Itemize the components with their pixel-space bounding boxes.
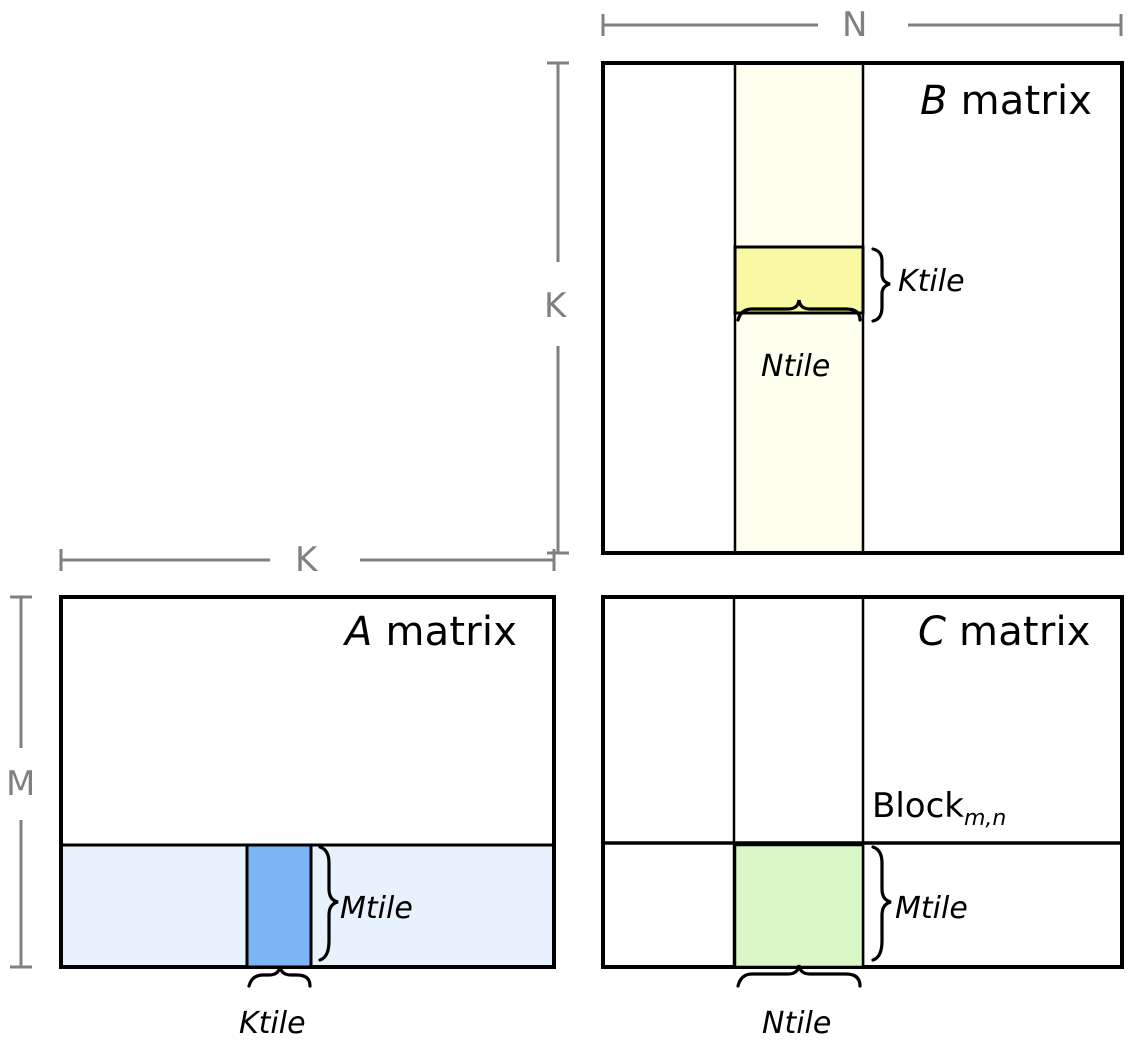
dimension-n-label: N: [842, 5, 868, 45]
a-ktile-brace-icon: [247, 965, 312, 988]
a-matrix-title-symbol: A: [345, 609, 373, 655]
dimension-k-horizontal-label: K: [295, 540, 318, 580]
c-ntile-label: Ntile: [762, 1006, 832, 1041]
a-mtile-label: Mtile: [340, 891, 413, 926]
b-matrix[interactable]: [601, 61, 1124, 555]
a-matrix[interactable]: [59, 595, 556, 969]
c-block-mn-tile[interactable]: [733, 843, 865, 969]
b-ntile-label: Ntile: [761, 349, 831, 384]
a-ktile-block[interactable]: [245, 843, 313, 969]
c-block-mn-label-text: Block: [872, 786, 964, 826]
c-mtile-brace-icon: [871, 845, 892, 962]
b-ktile-brace-icon: [871, 247, 891, 323]
dimension-k-horizontal: [59, 549, 556, 571]
a-matrix-title-word: matrix: [372, 609, 518, 655]
c-matrix-title: C matrix: [918, 609, 1091, 655]
c-block-mn-label-subscript: m,n: [963, 805, 1007, 831]
dimension-n: [601, 14, 1123, 36]
b-ntile-brace-icon: [736, 299, 862, 322]
a-mtile-brace-icon: [318, 845, 339, 962]
b-matrix-title: B matrix: [920, 78, 1092, 124]
c-mtile-label: Mtile: [895, 891, 968, 926]
c-matrix-title-symbol: C: [918, 609, 947, 655]
c-matrix-title-word: matrix: [946, 609, 1091, 655]
b-matrix-title-symbol: B: [920, 78, 948, 124]
a-ktile-label: Ktile: [239, 1006, 306, 1041]
b-ktile-label: Ktile: [898, 264, 965, 299]
dimension-m-label: M: [6, 764, 36, 804]
dimension-k-vertical-label: K: [544, 286, 567, 326]
dimension-m: [10, 595, 32, 969]
dimension-k-vertical: [547, 61, 569, 555]
c-matrix[interactable]: [601, 595, 1124, 969]
c-ntile-brace-icon: [736, 964, 862, 988]
b-matrix-title-word: matrix: [947, 78, 1093, 124]
a-matrix-title: A matrix: [345, 609, 517, 655]
c-block-mn-label: Blockm,n: [872, 786, 1006, 831]
